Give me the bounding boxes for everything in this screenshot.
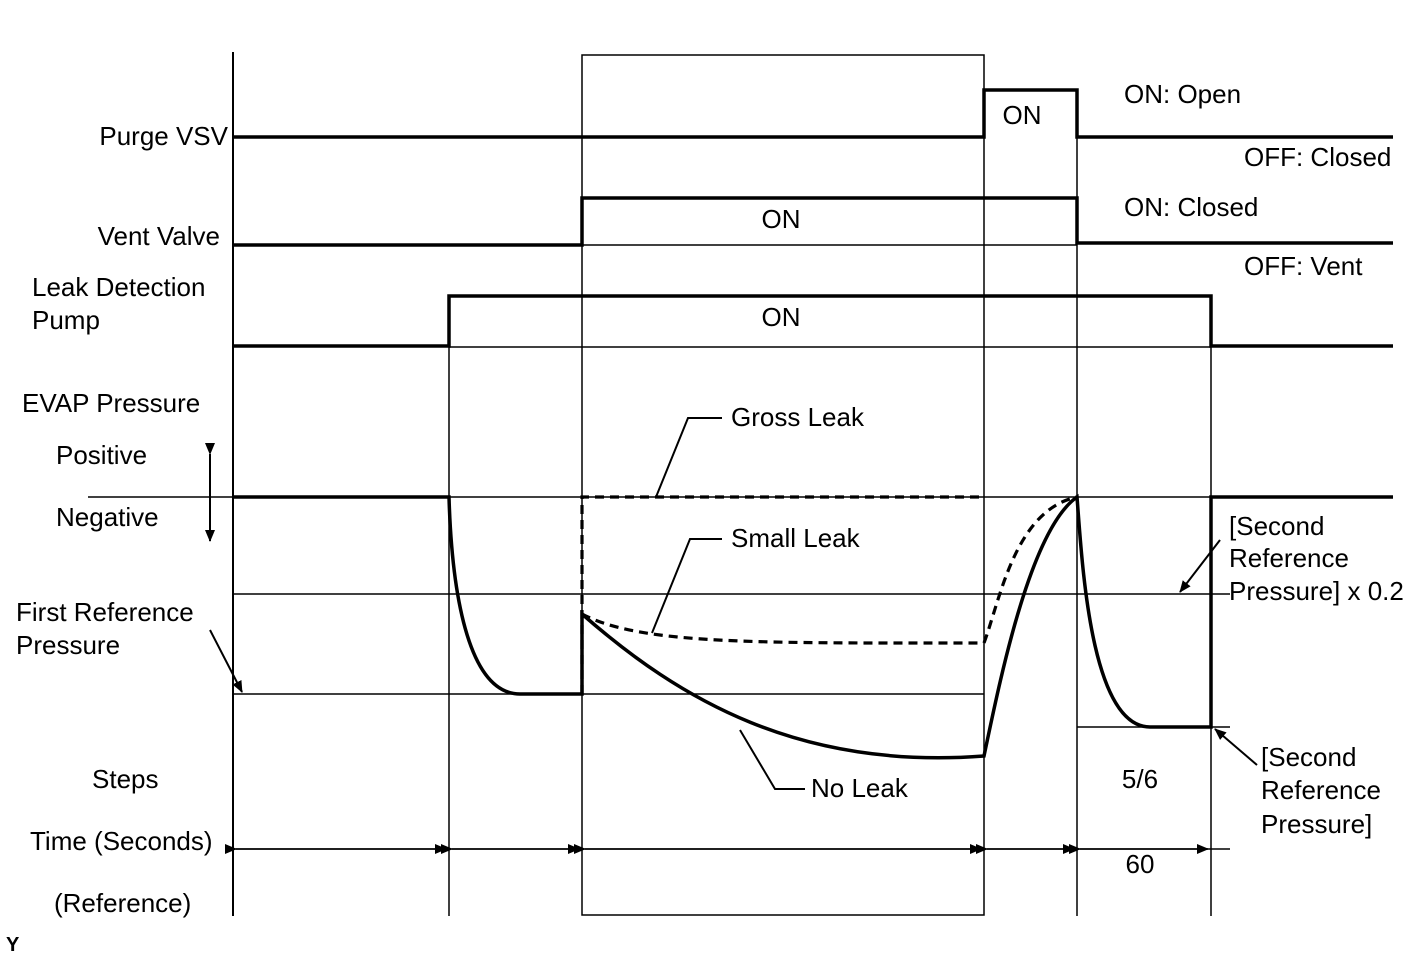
recovery-dashed-curve — [982, 495, 1078, 644]
vent-on-state-label: ON: Closed — [1124, 192, 1258, 222]
second-ref-x02-line2: Reference — [1229, 543, 1349, 573]
step-value: 5/6 — [1122, 764, 1158, 794]
purge-on-label: ON — [1003, 100, 1042, 130]
gross-leak-dashed-curve — [580, 495, 984, 694]
first-ref-label-line1: First Reference — [16, 597, 194, 627]
purge-on-state-label: ON: Open — [1124, 79, 1241, 109]
small-leak-leader — [651, 538, 722, 634]
no-leak-label: No Leak — [811, 773, 909, 803]
gross-leak-leader — [655, 417, 722, 498]
figure-code: Y — [6, 934, 20, 956]
second-ref-x02-line3: Pressure] x 0.2 — [1229, 576, 1404, 606]
second-ref-arrow — [1214, 728, 1258, 766]
vent-valve-label: Vent Valve — [98, 221, 220, 251]
small-leak-dashed-curve — [581, 612, 985, 645]
second-ref-x02-arrow — [1179, 539, 1221, 593]
purge-vsv-signal — [233, 88, 1393, 139]
first-ref-label-line2: Pressure — [16, 630, 120, 660]
second-ref-line1: [Second — [1261, 742, 1356, 772]
vent-on-label: ON — [762, 204, 801, 234]
reference-label: (Reference) — [54, 888, 191, 918]
grid-lines — [88, 52, 1393, 916]
first-ref-arrow — [209, 629, 243, 693]
second-ref-line3: Pressure] — [1261, 809, 1372, 839]
step-box — [581, 54, 985, 916]
vent-valve-signal — [233, 196, 1393, 247]
leak-pump-signal — [233, 294, 1393, 348]
purge-off-state-label: OFF: Closed — [1244, 142, 1391, 172]
vent-off-state-label: OFF: Vent — [1244, 251, 1363, 281]
time-label: Time (Seconds) — [30, 826, 213, 856]
evap-pressure-solid-curve — [233, 493, 1393, 760]
small-leak-label: Small Leak — [731, 523, 861, 553]
negative-label: Negative — [56, 502, 159, 532]
pump-on-label: ON — [762, 302, 801, 332]
leak-pump-label-line2: Pump — [32, 305, 100, 335]
gross-leak-label: Gross Leak — [731, 402, 865, 432]
second-ref-line2: Reference — [1261, 775, 1381, 805]
leak-pump-label-line1: Leak Detection — [32, 272, 205, 302]
evap-pressure-label: EVAP Pressure — [22, 388, 200, 418]
positive-label: Positive — [56, 440, 147, 470]
purge-vsv-label: Purge VSV — [99, 121, 228, 151]
second-ref-x02-line1: [Second — [1229, 511, 1324, 541]
no-leak-leader — [739, 729, 805, 790]
time-value: 60 — [1126, 849, 1155, 879]
steps-label: Steps — [92, 764, 159, 794]
